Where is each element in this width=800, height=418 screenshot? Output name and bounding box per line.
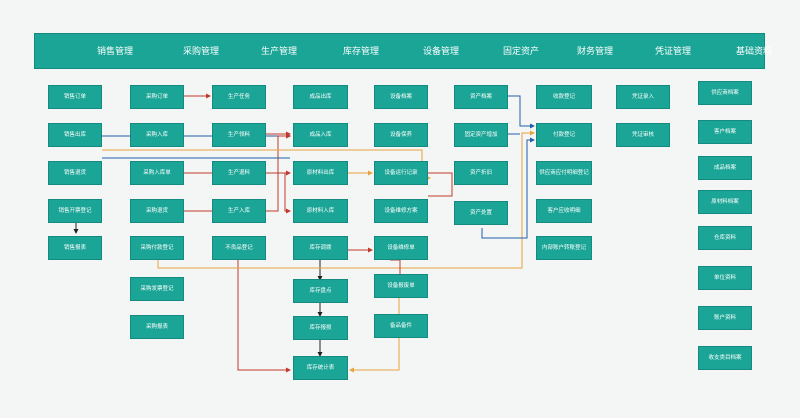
- box-account[interactable]: 账户资料: [698, 306, 752, 330]
- box-defect-register[interactable]: 不良品登记: [212, 236, 266, 260]
- box-supplier-payable[interactable]: 供应商应付明细登记: [536, 161, 592, 185]
- box-stock-stat[interactable]: 库存统计表: [293, 356, 348, 380]
- box-purchase-return[interactable]: 采购退货: [130, 199, 184, 223]
- box-asset-file[interactable]: 资产档案: [454, 85, 508, 109]
- box-stock-loss[interactable]: 库存报损: [293, 316, 348, 340]
- box-equipment-file[interactable]: 设备档案: [374, 85, 428, 109]
- header-assets: 固定资产: [502, 47, 539, 57]
- header-sales: 销售管理: [96, 47, 133, 57]
- box-sales-report[interactable]: 销售报表: [48, 236, 102, 260]
- box-spare-parts[interactable]: 备品备件: [374, 314, 428, 338]
- link-asset-1: [508, 95, 535, 129]
- box-equipment-run[interactable]: 设备运行记录: [374, 161, 428, 185]
- box-product-file[interactable]: 成品档案: [698, 156, 752, 180]
- box-internal-transfer[interactable]: 内部账户转账登记: [536, 236, 592, 260]
- header-equipment: 设备管理: [422, 47, 459, 57]
- box-production-task[interactable]: 生产任务: [212, 85, 266, 109]
- header-production: 生产管理: [260, 47, 297, 57]
- header-purchase: 采购管理: [182, 47, 219, 57]
- header-voucher: 凭证管理: [654, 47, 691, 57]
- box-finished-out[interactable]: 成品出库: [293, 85, 348, 109]
- box-voucher-entry[interactable]: 凭证录入: [616, 85, 670, 109]
- box-sales-return[interactable]: 销售退货: [48, 161, 102, 185]
- box-supplier-file[interactable]: 供应商档案: [698, 81, 752, 105]
- link-prod-stat: [237, 246, 291, 373]
- box-warehouse[interactable]: 仓库资料: [698, 226, 752, 250]
- box-purchase-report[interactable]: 采购报表: [130, 315, 184, 339]
- box-equipment-repair[interactable]: 设备维修单: [374, 236, 428, 260]
- box-sales-invoice[interactable]: 销售开票登记: [48, 199, 102, 223]
- box-purchase-in-slip[interactable]: 采购入库单: [130, 161, 184, 185]
- box-material-file[interactable]: 原材料档案: [698, 190, 752, 214]
- box-stock-transfer[interactable]: 库存调拨: [293, 236, 348, 260]
- box-purchase-payment[interactable]: 采购付款登记: [130, 236, 184, 260]
- box-equipment-maintain[interactable]: 设备保养: [374, 123, 428, 147]
- box-unit[interactable]: 单位资料: [698, 266, 752, 290]
- link-orange-2: [157, 130, 535, 269]
- box-asset-disposal[interactable]: 资产处置: [454, 201, 508, 225]
- box-payment[interactable]: 付款登记: [536, 123, 592, 147]
- box-equipment-repair-plan[interactable]: 设备维修方案: [374, 199, 428, 223]
- box-purchase-invoice[interactable]: 采购发票登记: [130, 277, 184, 301]
- box-stock-count[interactable]: 库存盘点: [293, 279, 348, 303]
- box-raw-out[interactable]: 原材料出库: [293, 161, 348, 185]
- box-asset-depreciation[interactable]: 资产折旧: [454, 161, 508, 185]
- box-production-in[interactable]: 生产入库: [212, 199, 266, 223]
- box-income-expense[interactable]: 收支类目档案: [698, 346, 752, 370]
- link-equip-red: [428, 172, 453, 197]
- box-production-requisition[interactable]: 生产领料: [212, 123, 266, 147]
- header-inventory: 库存管理: [342, 47, 379, 57]
- header-finance: 财务管理: [576, 47, 613, 57]
- link-asset-2: [481, 137, 535, 239]
- box-sales-order[interactable]: 销售订单: [48, 85, 102, 109]
- link-equip-red2: [390, 259, 403, 279]
- box-receipt[interactable]: 收款登记: [536, 85, 592, 109]
- box-asset-add[interactable]: 固定资产增加: [454, 123, 508, 147]
- box-sales-out[interactable]: 销售出库: [48, 123, 102, 147]
- module-header-bar: 销售管理 采购管理 生产管理 库存管理 设备管理 固定资产 财务管理 凭证管理 …: [34, 33, 772, 69]
- box-voucher-audit[interactable]: 凭证审核: [616, 123, 670, 147]
- box-customer-receivable[interactable]: 客户应收明细: [536, 199, 592, 223]
- box-raw-in[interactable]: 原材料入库: [293, 199, 348, 223]
- box-purchase-order[interactable]: 采购订单: [130, 85, 184, 109]
- box-equipment-scrap[interactable]: 设备报废单: [374, 274, 428, 298]
- box-production-return[interactable]: 生产退料: [212, 161, 266, 185]
- box-purchase-in[interactable]: 采购入库: [130, 123, 184, 147]
- header-basic: 基础资料: [735, 47, 772, 57]
- box-finished-in[interactable]: 成品入库: [293, 123, 348, 147]
- box-customer-file[interactable]: 客户档案: [698, 120, 752, 144]
